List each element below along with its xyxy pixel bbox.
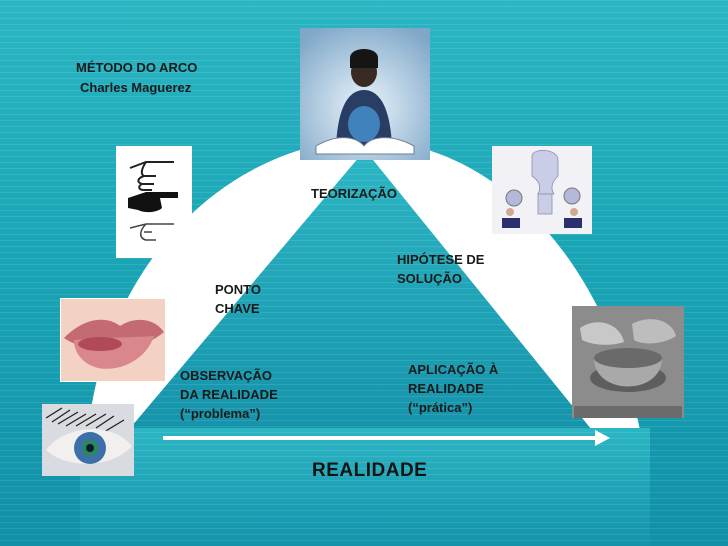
lips-image xyxy=(60,298,166,382)
method-title: MÉTODO DO ARCO xyxy=(76,60,198,75)
pointing-hands-icon xyxy=(116,146,192,258)
aplicacao-label: APLICAÇÃO À REALIDADE (“prática”) xyxy=(408,362,499,415)
pottery-hands-image xyxy=(572,306,684,418)
realidade-arrow xyxy=(163,430,610,446)
realidade-label: REALIDADE xyxy=(312,460,428,481)
hipotese-label: HIPÓTESE DE SOLUÇÃO xyxy=(397,252,485,286)
method-author: Charles Maguerez xyxy=(80,80,192,95)
teorizacao-label: TEORIZAÇÃO xyxy=(311,186,397,201)
reading-person-image xyxy=(300,28,430,160)
ponto-chave-label: PONTO CHAVE xyxy=(215,282,261,316)
observacao-label: OBSERVAÇÃO DA REALIDADE (“problema”) xyxy=(180,368,278,421)
puzzle-head-image xyxy=(492,146,592,234)
eye-image xyxy=(42,404,134,476)
